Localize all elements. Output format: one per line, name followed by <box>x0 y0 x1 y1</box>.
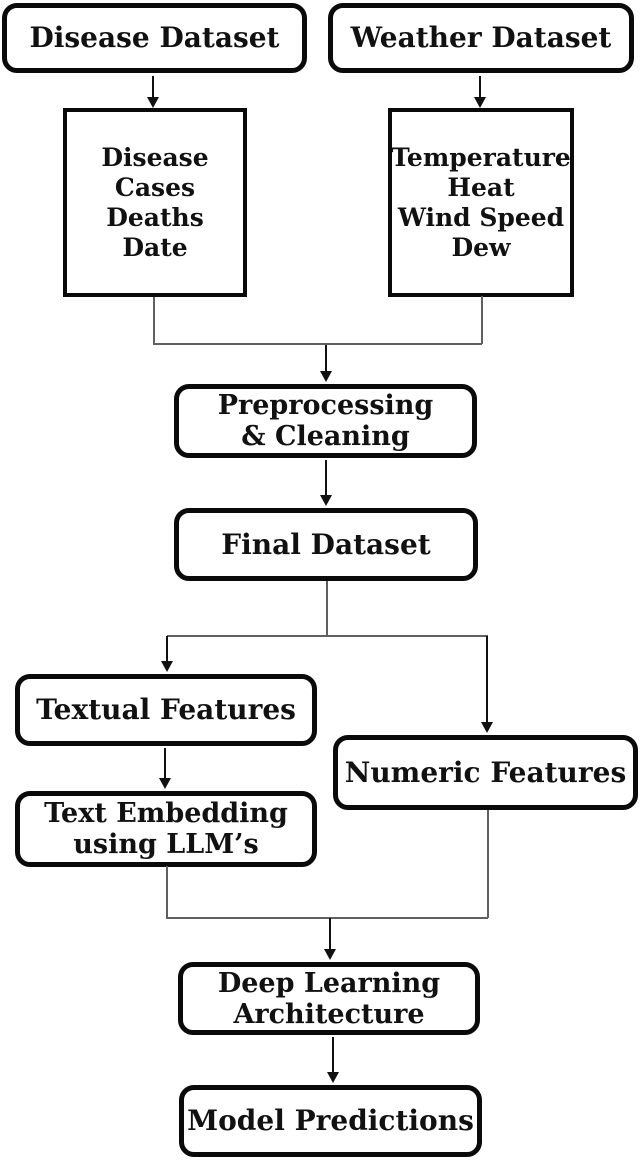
weather-field-line: Temperature <box>391 142 571 172</box>
arrow-shaft <box>166 636 168 662</box>
arrowhead-icon <box>320 495 332 506</box>
disease-field-line: Deaths <box>106 202 204 232</box>
arrow-shaft <box>486 636 488 723</box>
node-model-predictions: Model Predictions <box>179 1085 482 1157</box>
arrowhead-icon <box>147 97 159 108</box>
node-weather-dataset: Weather Dataset <box>328 3 634 73</box>
connector-merge-top <box>153 343 482 345</box>
node-preprocessing: Preprocessing & Cleaning <box>174 384 477 458</box>
deep-learning-line: Deep Learning <box>217 967 441 999</box>
connector-disease-fields-down <box>153 297 155 344</box>
arrow-shaft <box>332 1037 334 1073</box>
node-numeric-features-label: Numeric Features <box>344 755 627 789</box>
node-deep-learning: Deep Learning Architecture <box>178 962 480 1035</box>
connector-weather-fields-down <box>481 296 483 344</box>
arrowhead-icon <box>159 778 171 789</box>
node-numeric-features: Numeric Features <box>333 735 638 810</box>
arrow-shaft <box>329 918 331 950</box>
node-textual-features: Textual Features <box>15 674 317 746</box>
disease-field-line: Disease <box>101 142 209 172</box>
preprocessing-line: Preprocessing <box>217 390 434 421</box>
arrowhead-icon <box>327 1072 339 1083</box>
arrow-shaft <box>325 460 327 496</box>
arrowhead-icon <box>161 661 173 672</box>
arrow-shaft <box>152 76 154 98</box>
weather-field-line: Heat <box>447 172 515 202</box>
connector-merge-bottom <box>166 917 488 919</box>
node-final-dataset: Final Dataset <box>174 508 478 581</box>
weather-field-line: Wind Speed <box>397 202 565 232</box>
disease-field-line: Date <box>122 232 188 262</box>
node-disease-dataset-label: Disease Dataset <box>29 21 280 54</box>
node-weather-dataset-label: Weather Dataset <box>350 21 612 54</box>
deep-learning-line: Architecture <box>233 998 425 1030</box>
node-weather-fields: Temperature Heat Wind Speed Dew <box>388 108 574 297</box>
text-embedding-line: Text Embedding <box>44 798 288 829</box>
node-final-dataset-label: Final Dataset <box>221 527 431 561</box>
connector-split-branches <box>167 635 488 637</box>
connector-text-embedding-down <box>166 866 168 918</box>
disease-field-line: Cases <box>114 172 196 202</box>
arrow-shaft <box>164 748 166 779</box>
arrow-shaft <box>479 76 481 98</box>
text-embedding-line: using LLM’s <box>73 829 259 860</box>
node-model-predictions-label: Model Predictions <box>187 1104 474 1137</box>
connector-numeric-features-down <box>487 810 489 918</box>
arrowhead-icon <box>324 949 336 960</box>
preprocessing-line: & Cleaning <box>241 421 410 452</box>
weather-field-line: Dew <box>451 232 511 262</box>
arrow-shaft <box>325 345 327 372</box>
connector-final-dataset-down <box>326 581 328 636</box>
node-textual-features-label: Textual Features <box>36 693 296 726</box>
arrowhead-icon <box>481 722 493 733</box>
node-disease-dataset: Disease Dataset <box>2 3 307 73</box>
arrowhead-icon <box>474 97 486 108</box>
node-disease-fields: Disease Cases Deaths Date <box>63 108 247 297</box>
node-text-embedding: Text Embedding using LLM’s <box>15 791 317 867</box>
arrowhead-icon <box>320 371 332 382</box>
